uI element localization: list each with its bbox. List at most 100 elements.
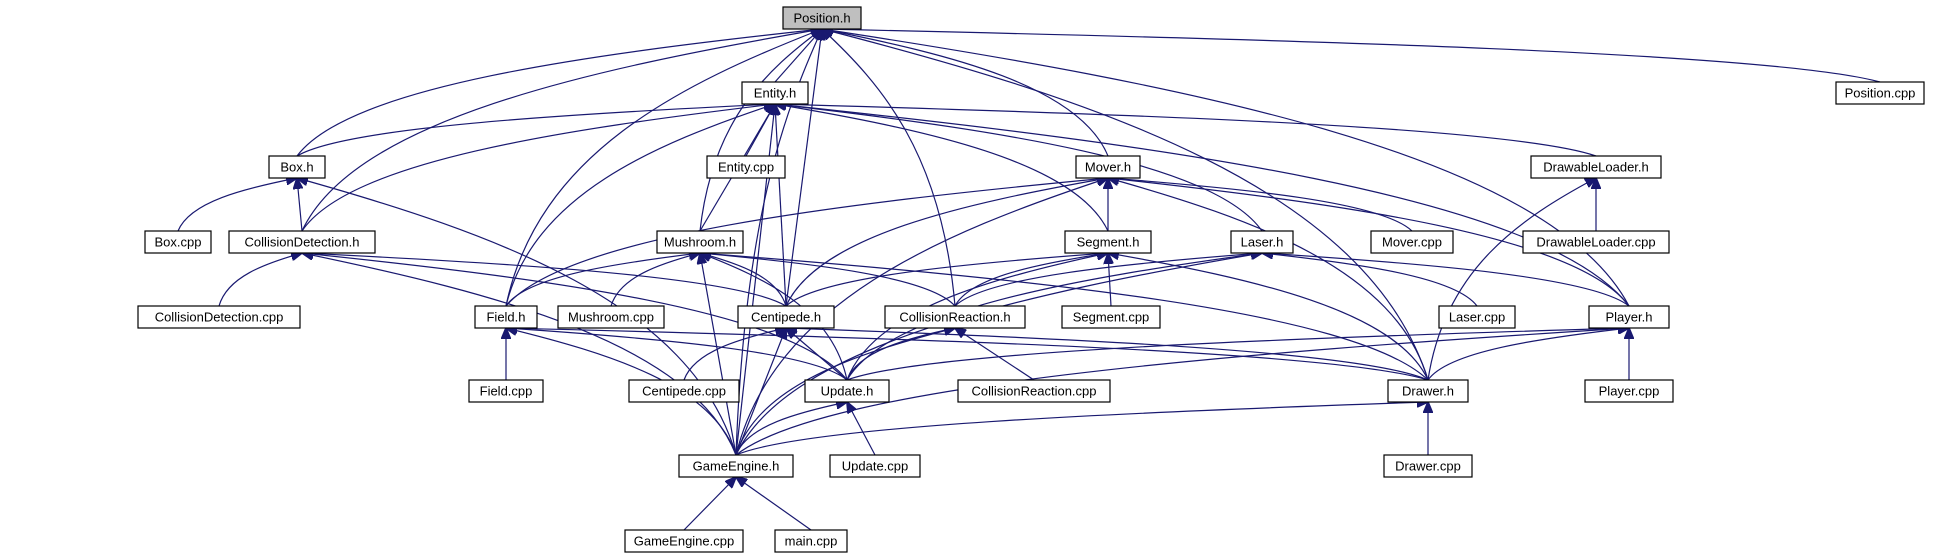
node-entity-cpp[interactable]: Entity.cpp [706,155,786,179]
node-box [656,230,744,254]
edge-update_h-to-player_h [846,328,1629,381]
edge-player_h-to-mover_h [1108,178,1630,307]
node-box [1387,379,1469,403]
node-drawableloader-h[interactable]: DrawableLoader.h [1530,155,1662,179]
node-position-h[interactable]: Position.h [782,6,862,30]
node-box [228,230,376,254]
node-player-cpp[interactable]: Player.cpp [1584,379,1674,403]
edge-update_h-to-mushroom_h [700,253,848,381]
edge-collisionreaction_h-to-segment_h [954,253,1108,307]
node-segment-cpp[interactable]: Segment.cpp [1061,305,1161,329]
node-label: Drawer.cpp [1395,459,1461,474]
node-label: Mover.cpp [1382,235,1442,250]
node-label: Player.h [1606,310,1653,325]
edge-gameengine_h-to-update_h [735,402,847,456]
edge-field_h-to-entity_h [505,104,775,307]
node-mushroom-h[interactable]: Mushroom.h [656,230,744,254]
node-label: Update.cpp [842,459,909,474]
edge-drawer_h-to-field_h [506,328,1429,381]
node-label: Segment.h [1077,235,1140,250]
node-field-h[interactable]: Field.h [474,305,538,329]
node-laser-cpp[interactable]: Laser.cpp [1438,305,1516,329]
node-box [1370,230,1454,254]
node-box [741,81,809,105]
node-label: Player.cpp [1599,384,1660,399]
node-gameengine-cpp[interactable]: GameEngine.cpp [624,529,744,553]
node-centipede-h[interactable]: Centipede.h [737,305,835,329]
node-mover-cpp[interactable]: Mover.cpp [1370,230,1454,254]
node-box [624,529,744,553]
node-collisionreaction-h[interactable]: CollisionReaction.h [884,305,1026,329]
node-label: CollisionDetection.cpp [155,310,284,325]
edge-collisiondetection_h-to-box_h [297,178,302,232]
edge-collisiondetection_cpp-to-collisiondetection_h [218,253,302,307]
edge-gameengine_h-to-centipede_h [735,328,786,456]
node-drawableloader-cpp[interactable]: DrawableLoader.cpp [1522,230,1670,254]
edge-centipede_h-to-mushroom_h [700,253,787,307]
node-drawer-h[interactable]: Drawer.h [1387,379,1469,403]
node-centipede-cpp[interactable]: Centipede.cpp [628,379,740,403]
node-main-cpp[interactable]: main.cpp [774,529,848,553]
node-collisionreaction-cpp[interactable]: CollisionReaction.cpp [957,379,1111,403]
node-box [1075,155,1141,179]
node-laser-h[interactable]: Laser.h [1230,230,1294,254]
node-update-h[interactable]: Update.h [804,379,890,403]
node-box [1584,379,1674,403]
edge-segment_h-to-entity_h [775,104,1109,232]
node-label: Box.h [280,160,313,175]
node-label: Box.cpp [155,235,202,250]
edge-field_h-to-position_h [505,29,822,307]
edge-collisionreaction_h-to-laser_h [954,253,1262,307]
node-position-cpp[interactable]: Position.cpp [1835,81,1925,105]
node-label: Mushroom.cpp [568,310,654,325]
node-collisiondetection-h[interactable]: CollisionDetection.h [228,230,376,254]
edge-update_h-to-laser_h [846,253,1262,381]
node-box [268,155,326,179]
edge-gameengine_h-to-field_h [506,328,737,456]
node-label: main.cpp [785,534,838,549]
edge-entity_h-to-position_h [774,29,822,83]
node-box-h[interactable]: Box.h [268,155,326,179]
node-box [628,379,740,403]
node-player-h[interactable]: Player.h [1588,305,1670,329]
edge-gameengine_h-to-mushroom_h [700,253,737,456]
node-drawer-cpp[interactable]: Drawer.cpp [1383,454,1473,478]
node-label: Segment.cpp [1073,310,1150,325]
node-box [1588,305,1670,329]
node-mushroom-cpp[interactable]: Mushroom.cpp [557,305,665,329]
node-entity-h[interactable]: Entity.h [741,81,809,105]
node-update-cpp[interactable]: Update.cpp [829,454,921,478]
node-box [144,230,212,254]
node-collisiondetection-cpp[interactable]: CollisionDetection.cpp [137,305,301,329]
edge-box_h-to-entity_h [296,104,775,157]
node-label: Drawer.h [1402,384,1454,399]
node-box [1438,305,1516,329]
node-mover-h[interactable]: Mover.h [1075,155,1141,179]
node-label: CollisionReaction.h [899,310,1010,325]
node-field-cpp[interactable]: Field.cpp [468,379,544,403]
edge-gameengine_cpp-to-gameengine_h [683,477,736,531]
edge-field_h-to-mover_h [505,178,1108,307]
node-box [737,305,835,329]
edge-mover_h-to-position_h [822,29,1109,157]
edge-centipede_cpp-to-centipede_h [683,328,786,381]
node-label: DrawableLoader.cpp [1536,235,1655,250]
edge-player_h-to-entity_h [775,104,1630,307]
node-box [1064,230,1152,254]
node-box [468,379,544,403]
edge-centipede_h-to-mover_h [785,178,1108,307]
edge-mover_cpp-to-mover_h [1108,178,1413,232]
node-label: Entity.h [754,86,796,101]
node-box-cpp[interactable]: Box.cpp [144,230,212,254]
node-label: Position.h [793,11,850,26]
edge-gameengine_h-to-collisionreaction_h [735,328,955,456]
node-segment-h[interactable]: Segment.h [1064,230,1152,254]
node-label: GameEngine.cpp [634,534,734,549]
node-gameengine-h[interactable]: GameEngine.h [678,454,794,478]
edge-drawer_h-to-segment_h [1108,253,1429,381]
edge-gameengine_h-to-drawer_h [735,402,1428,456]
edge-player_h-to-laser_h [1262,253,1630,307]
edge-collisionreaction_cpp-to-collisionreaction_h [955,328,1035,381]
